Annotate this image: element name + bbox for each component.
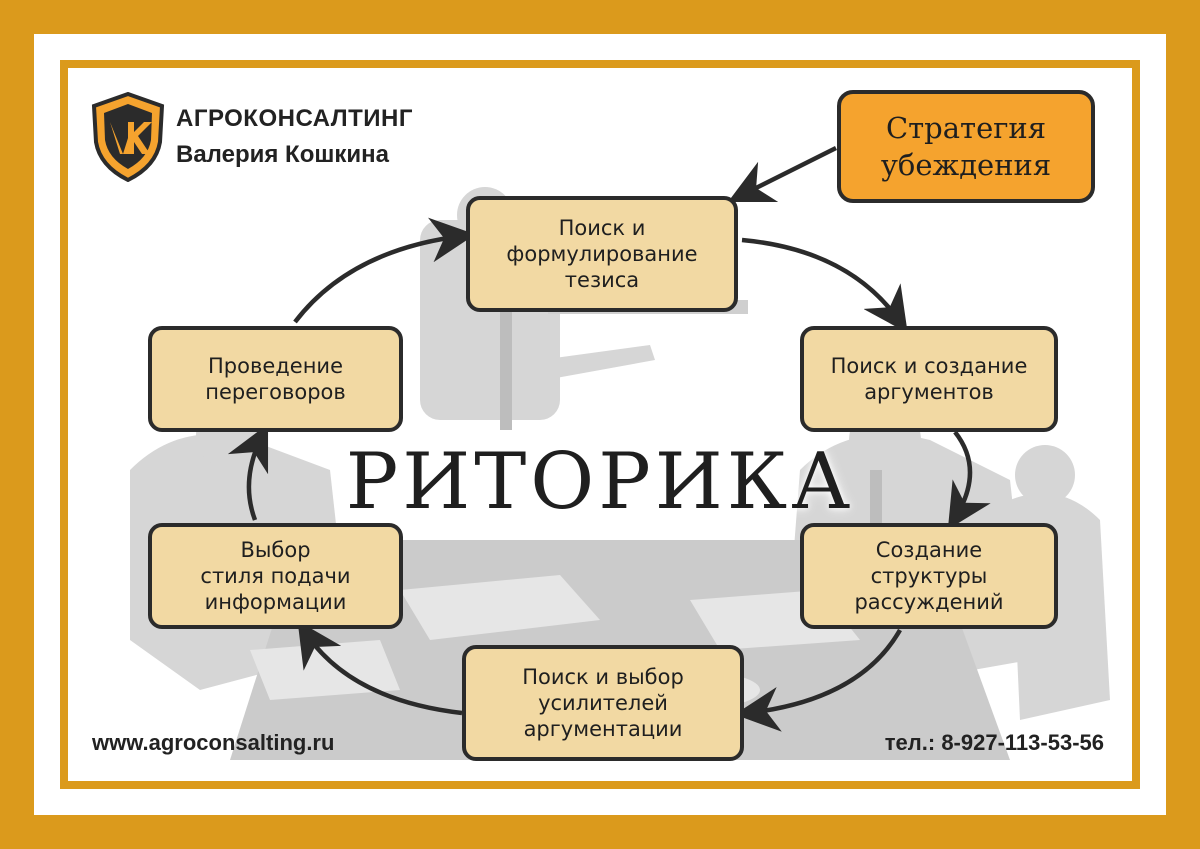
cycle-step-argumenty: Поиск и создание аргументов — [800, 326, 1058, 432]
cycle-step-struktura: Создание структуры рассуждений — [800, 523, 1058, 629]
center-title: РИТОРИКА — [345, 437, 855, 527]
cycle-step-tezis: Поиск и формулирование тезиса — [466, 196, 738, 312]
arrow-stil-to-peregovory — [227, 423, 269, 521]
arrow-tezis-to-argumenty — [741, 237, 908, 334]
phone-number: тел.: 8-927-113-53-56 — [884, 730, 1104, 755]
arrow-peregovory-to-tezis — [293, 217, 476, 324]
cycle-step-usiliteli: Поиск и выбор усилителей аргументации — [462, 645, 744, 761]
brand-person: Валерия Кошкина — [176, 141, 389, 168]
brand-name: АГРОКОНСАЛТИНГ — [176, 105, 413, 132]
arrow-strategy-to-cycle — [727, 145, 838, 203]
website-link[interactable]: www.agroconsalting.ru — [92, 730, 335, 755]
strategy-box: Стратегия убеждения — [837, 90, 1095, 203]
shield-vk-logo-icon — [91, 92, 165, 182]
arrow-argumenty-to-struktura — [947, 430, 991, 530]
arrow-struktura-to-usiliteli — [734, 628, 902, 732]
arrow-usiliteli-to-stil — [297, 620, 463, 716]
cycle-step-stil: Выбор стиля подачи информации — [148, 523, 403, 629]
cycle-step-peregovory: Проведение переговоров — [148, 326, 403, 432]
